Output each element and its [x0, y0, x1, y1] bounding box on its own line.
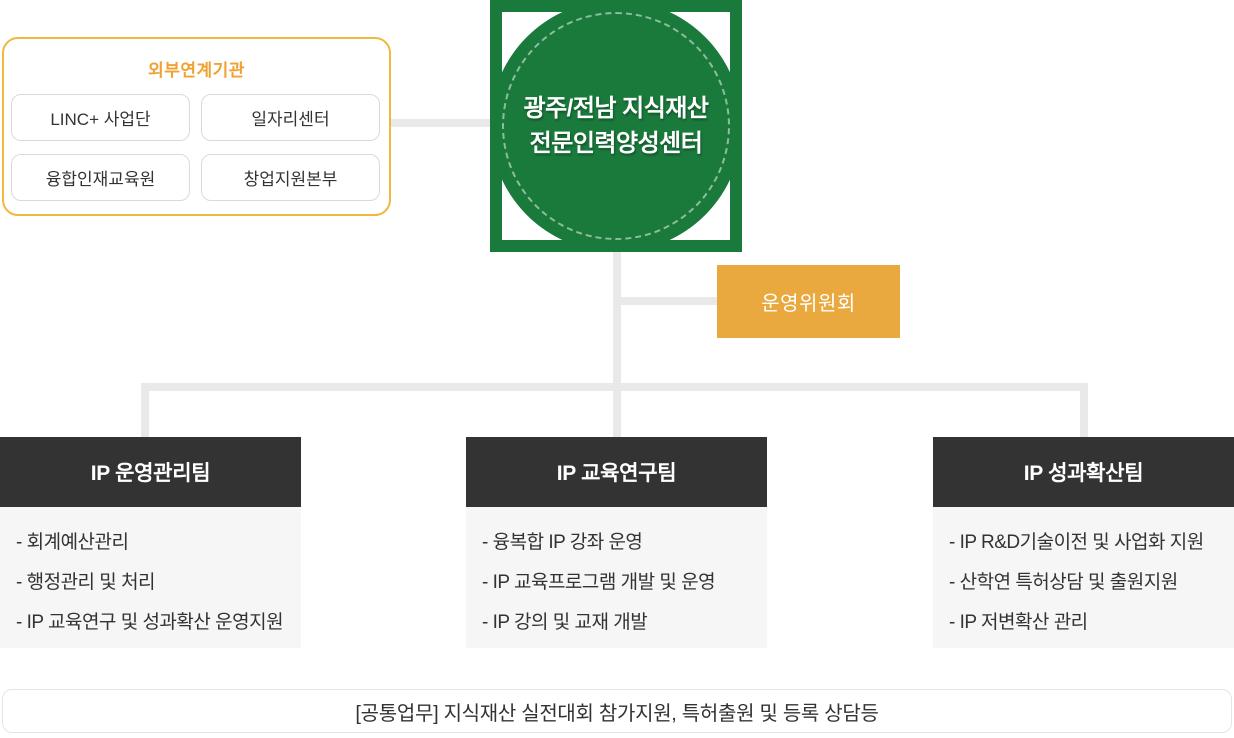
team-header: IP 성과확산팀: [933, 437, 1234, 507]
team-header: IP 운영관리팀: [0, 437, 301, 507]
external-orgs-title: 외부연계기관: [148, 61, 245, 80]
external-orgs-panel: 외부연계기관 LINC+ 사업단 일자리센터 융합인재교육원 창업지원본부: [2, 37, 391, 216]
connector-drop-team3: [1080, 383, 1088, 437]
team-body: - 회계예산관리 - 행정관리 및 처리 - IP 교육연구 및 성과확산 운영…: [0, 507, 301, 648]
connector-to-committee: [617, 297, 717, 305]
team-body: - 융복합 IP 강좌 운영 - IP 교육프로그램 개발 및 운영 - IP …: [466, 507, 767, 648]
connector-center-vertical: [613, 250, 621, 437]
team-card-ip-operations: IP 운영관리팀 - 회계예산관리 - 행정관리 및 처리 - IP 교육연구 …: [0, 437, 301, 648]
team-header: IP 교육연구팀: [466, 437, 767, 507]
center-title-line2: 전문인력양성센터: [529, 130, 703, 157]
center-title-line1: 광주/전남 지식재산: [523, 95, 709, 122]
center-emblem-dashed-ring: [502, 12, 730, 240]
connector-drop-team1: [141, 383, 149, 437]
external-org-item-convergence-edu: 융합인재교육원: [11, 154, 190, 201]
external-org-item-linc: LINC+ 사업단: [11, 94, 190, 141]
team-task-item: - IP 교육프로그램 개발 및 운영: [482, 572, 716, 593]
team-task-item: - IP 저변확산 관리: [949, 612, 1088, 633]
team-task-item: - 회계예산관리: [16, 532, 129, 553]
team-task-item: - IP 강의 및 교재 개발: [482, 612, 648, 633]
team-task-item: - IP 교육연구 및 성과확산 운영지원: [16, 612, 284, 633]
center-emblem-circle: 광주/전남 지식재산 전문인력양성센터: [490, 0, 742, 252]
connector-main-horizontal: [141, 383, 1088, 391]
team-task-item: - 산학연 특허상담 및 출원지원: [949, 572, 1178, 593]
external-org-item-startup-support: 창업지원본부: [201, 154, 380, 201]
team-body: - IP R&D기술이전 및 사업화 지원 - 산학연 특허상담 및 출원지원 …: [933, 507, 1234, 648]
common-duty-bar: [공통업무] 지식재산 실전대회 참가지원, 특허출원 및 등록 상담등: [2, 689, 1232, 733]
team-task-item: - 행정관리 및 처리: [16, 572, 156, 593]
team-task-item: - 융복합 IP 강좌 운영: [482, 532, 643, 553]
team-card-ip-diffusion: IP 성과확산팀 - IP R&D기술이전 및 사업화 지원 - 산학연 특허상…: [933, 437, 1234, 648]
committee-box: 운영위원회: [717, 265, 900, 338]
team-card-ip-education: IP 교육연구팀 - 융복합 IP 강좌 운영 - IP 교육프로그램 개발 및…: [466, 437, 767, 648]
team-task-item: - IP R&D기술이전 및 사업화 지원: [949, 532, 1204, 553]
external-org-item-job-center: 일자리센터: [201, 94, 380, 141]
connector-external-to-center: [391, 119, 494, 127]
center-emblem: 광주/전남 지식재산 전문인력양성센터: [490, 0, 742, 252]
